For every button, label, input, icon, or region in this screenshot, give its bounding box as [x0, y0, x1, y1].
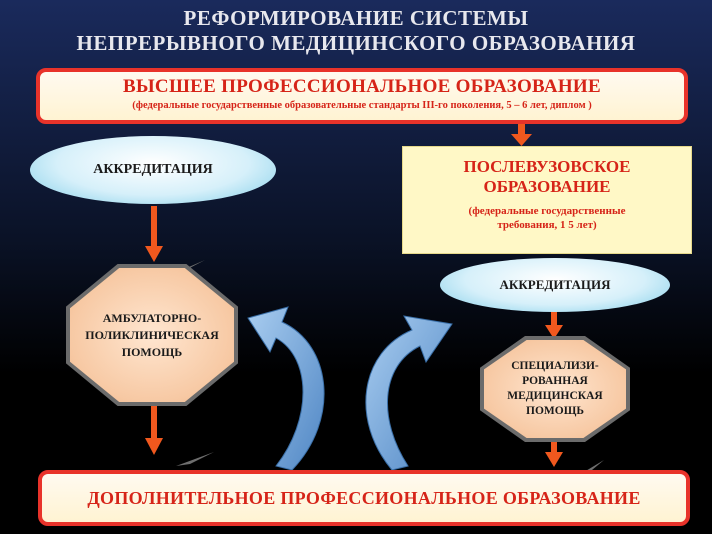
arrow-higher-to-postgraduate: [511, 122, 532, 146]
slide: РЕФОРМИРОВАНИЕ СИСТЕМЫ НЕПРЕРЫВНОГО МЕДИ…: [0, 0, 712, 534]
higher-education-title: ВЫСШЕЕ ПРОФЕССИОНАЛЬНОЕ ОБРАЗОВАНИЕ: [123, 76, 601, 97]
outpatient-care-octagon: АМБУЛАТОРНО- ПОЛИКЛИНИЧЕСКАЯ ПОМОЩЬ: [66, 264, 238, 406]
specialized-care-octagon: СПЕЦИАЛИЗИ- РОВАННАЯ МЕДИЦИНСКАЯ ПОМОЩЬ: [480, 336, 630, 442]
connectors-layer: [145, 122, 604, 472]
shadow-wisp: [584, 460, 604, 472]
higher-education-box: ВЫСШЕЕ ПРОФЕССИОНАЛЬНОЕ ОБРАЗОВАНИЕ (фед…: [36, 68, 688, 124]
specialized-care-line-2: РОВАННАЯ: [522, 375, 588, 387]
arrow-outpatient-to-additional: [145, 405, 163, 455]
outpatient-care-line-3: ПОМОЩЬ: [121, 344, 183, 359]
slide-title-line-2: НЕПРЕРЫВНОГО МЕДИЦИНСКОГО ОБРАЗОВАНИЯ: [76, 31, 636, 55]
accreditation-left-label: АККРЕДИТАЦИЯ: [93, 162, 213, 177]
higher-education-subtitle: (федеральные государственные образовател…: [132, 100, 592, 111]
shadow-wisp: [176, 452, 214, 466]
postgraduate-note-line-1: (федеральные государственные: [468, 205, 626, 217]
arrow-accreditation-to-specialized: [545, 310, 563, 339]
specialized-care-fill: СПЕЦИАЛИЗИ- РОВАННАЯ МЕДИЦИНСКАЯ ПОМОЩЬ: [484, 340, 626, 438]
postgraduate-note-line-2: требования, 1 5 лет): [497, 219, 597, 231]
accreditation-right-ellipse: АККРЕДИТАЦИЯ: [440, 258, 670, 312]
postgraduate-title-line-2: ОБРАЗОВАНИЕ: [483, 177, 611, 196]
arrow-specialized-to-additional: [545, 440, 563, 467]
outpatient-care-line-2: ПОЛИКЛИНИЧЕСКАЯ: [85, 327, 219, 342]
outpatient-care-line-1: АМБУЛАТОРНО-: [102, 310, 202, 325]
curved-arrow-right: [365, 315, 453, 471]
accreditation-left-ellipse: АККРЕДИТАЦИЯ: [30, 136, 276, 204]
outpatient-care-fill: АМБУЛАТОРНО- ПОЛИКЛИНИЧЕСКАЯ ПОМОЩЬ: [70, 268, 234, 402]
accreditation-right-label: АККРЕДИТАЦИЯ: [499, 277, 611, 292]
additional-education-box: ДОПОЛНИТЕЛЬНОЕ ПРОФЕССИОНАЛЬНОЕ ОБРАЗОВА…: [38, 470, 690, 526]
specialized-care-line-4: ПОМОЩЬ: [526, 405, 584, 417]
additional-education-title: ДОПОЛНИТЕЛЬНОЕ ПРОФЕССИОНАЛЬНОЕ ОБРАЗОВА…: [87, 487, 641, 508]
specialized-care-line-3: МЕДИЦИНСКАЯ: [507, 390, 603, 402]
arrow-accreditation-to-outpatient: [145, 206, 163, 262]
specialized-care-line-1: СПЕЦИАЛИЗИ-: [511, 360, 599, 372]
curved-arrow-left: [247, 306, 325, 471]
postgraduate-box: ПОСЛЕВУЗОВСКОЕ ОБРАЗОВАНИЕ (федеральные …: [402, 146, 692, 254]
postgraduate-title-line-1: ПОСЛЕВУЗОВСКОЕ: [463, 157, 631, 176]
slide-title-line-1: РЕФОРМИРОВАНИЕ СИСТЕМЫ: [183, 6, 529, 30]
